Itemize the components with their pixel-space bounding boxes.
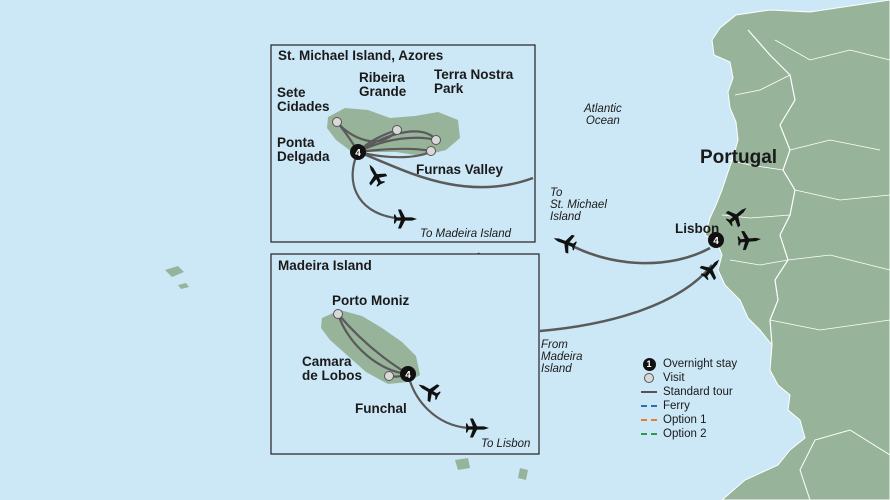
visit-ribeira-grande xyxy=(392,125,402,135)
label-to-lisbon: To Lisbon xyxy=(481,438,531,450)
island-canary-2 xyxy=(518,468,528,480)
label-camara-de-lobos: Camara de Lobos xyxy=(302,354,362,384)
label-portugal: Portugal xyxy=(700,147,778,168)
standard-tour-line-icon xyxy=(641,385,657,399)
legend-option-1: Option 1 xyxy=(641,413,706,427)
overnight-stay-icon: 1 xyxy=(641,357,657,371)
island-small-1 xyxy=(178,283,189,289)
label-to-st-michael-island: To St. Michael Island xyxy=(550,187,607,224)
visit-furnas-valley xyxy=(426,146,436,156)
label-atlantic-ocean: Atlantic Ocean xyxy=(584,103,622,128)
visit-sete-cidades xyxy=(332,117,342,127)
legend-visit: Visit xyxy=(641,371,685,385)
label-terra-nostra-park: Terra Nostra Park xyxy=(434,67,514,97)
label-lisbon: Lisbon xyxy=(675,221,720,236)
visit-terra-nostra xyxy=(431,135,441,145)
ferry-line-icon xyxy=(641,399,657,413)
label-furnas-valley: Furnas Valley xyxy=(416,162,504,177)
label-from-madeira-island: From Madeira Island xyxy=(541,339,583,376)
label-funchal: Funchal xyxy=(355,401,407,416)
region-borders xyxy=(721,39,890,331)
label-porto-moniz: Porto Moniz xyxy=(332,293,410,308)
legend-standard-tour: Standard tour xyxy=(641,385,733,399)
label-ribeira-grande: Ribeira Grande xyxy=(359,70,407,100)
route-lisbon-to-st-michael xyxy=(564,240,711,265)
overnight-ponta-delgada: 4 xyxy=(350,144,366,160)
island-canary-1 xyxy=(455,458,470,470)
island-flores xyxy=(165,266,184,277)
visit-porto-moniz xyxy=(333,309,343,319)
overnight-count-ponta-delgada: 4 xyxy=(355,148,361,159)
visit-icon xyxy=(641,371,657,385)
label-to-madeira-island: To Madeira Island xyxy=(420,228,511,240)
visit-camara-de-lobos xyxy=(384,371,394,381)
legend-option-2: Option 2 xyxy=(641,427,706,441)
overnight-count-funchal: 4 xyxy=(405,370,411,381)
iberia-landmass xyxy=(704,0,890,500)
overnight-funchal: 4 xyxy=(400,366,416,382)
label-sete-cidades: Sete Cidades xyxy=(277,85,330,115)
option-1-line-icon xyxy=(641,413,657,427)
morocco-landmass xyxy=(799,429,890,500)
label-ponta-delgada: Ponta Delgada xyxy=(277,135,330,165)
overnight-count-lisbon: 4 xyxy=(713,236,719,247)
option-2-line-icon xyxy=(641,427,657,441)
azores-inset-title: St. Michael Island, Azores xyxy=(278,48,444,63)
overnight-lisbon: 4 xyxy=(708,232,724,248)
inset-azores-frame xyxy=(270,44,536,243)
plane-icon xyxy=(550,229,579,256)
legend-overnight-stay: 1 Overnight stay xyxy=(641,357,737,371)
route-madeira-to-lisbon xyxy=(539,264,713,333)
legend-ferry: Ferry xyxy=(641,399,690,413)
madeira-inset-title: Madeira Island xyxy=(278,258,372,273)
